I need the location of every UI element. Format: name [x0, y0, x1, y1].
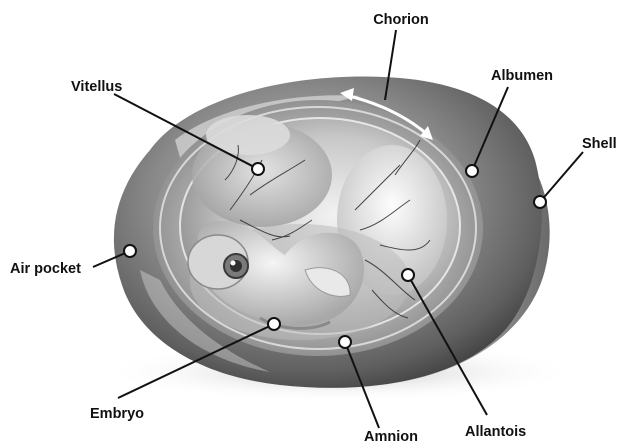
dot-albumen [466, 165, 478, 177]
label-albumen: Albumen [491, 68, 553, 84]
embryo-eye-glint [231, 261, 236, 266]
dot-embryo [268, 318, 280, 330]
dot-shell [534, 196, 546, 208]
label-shell: Shell [582, 136, 617, 152]
label-chorion: Chorion [373, 12, 429, 28]
dot-allantois [402, 269, 414, 281]
dot-amnion [339, 336, 351, 348]
leader-shell [540, 152, 583, 202]
label-embryo: Embryo [90, 406, 144, 422]
label-amnion: Amnion [364, 429, 418, 443]
label-allantois: Allantois [465, 424, 526, 440]
label-vitellus: Vitellus [71, 79, 122, 95]
dot-air-pocket [124, 245, 136, 257]
dot-vitellus [252, 163, 264, 175]
label-air-pocket: Air pocket [10, 261, 81, 277]
